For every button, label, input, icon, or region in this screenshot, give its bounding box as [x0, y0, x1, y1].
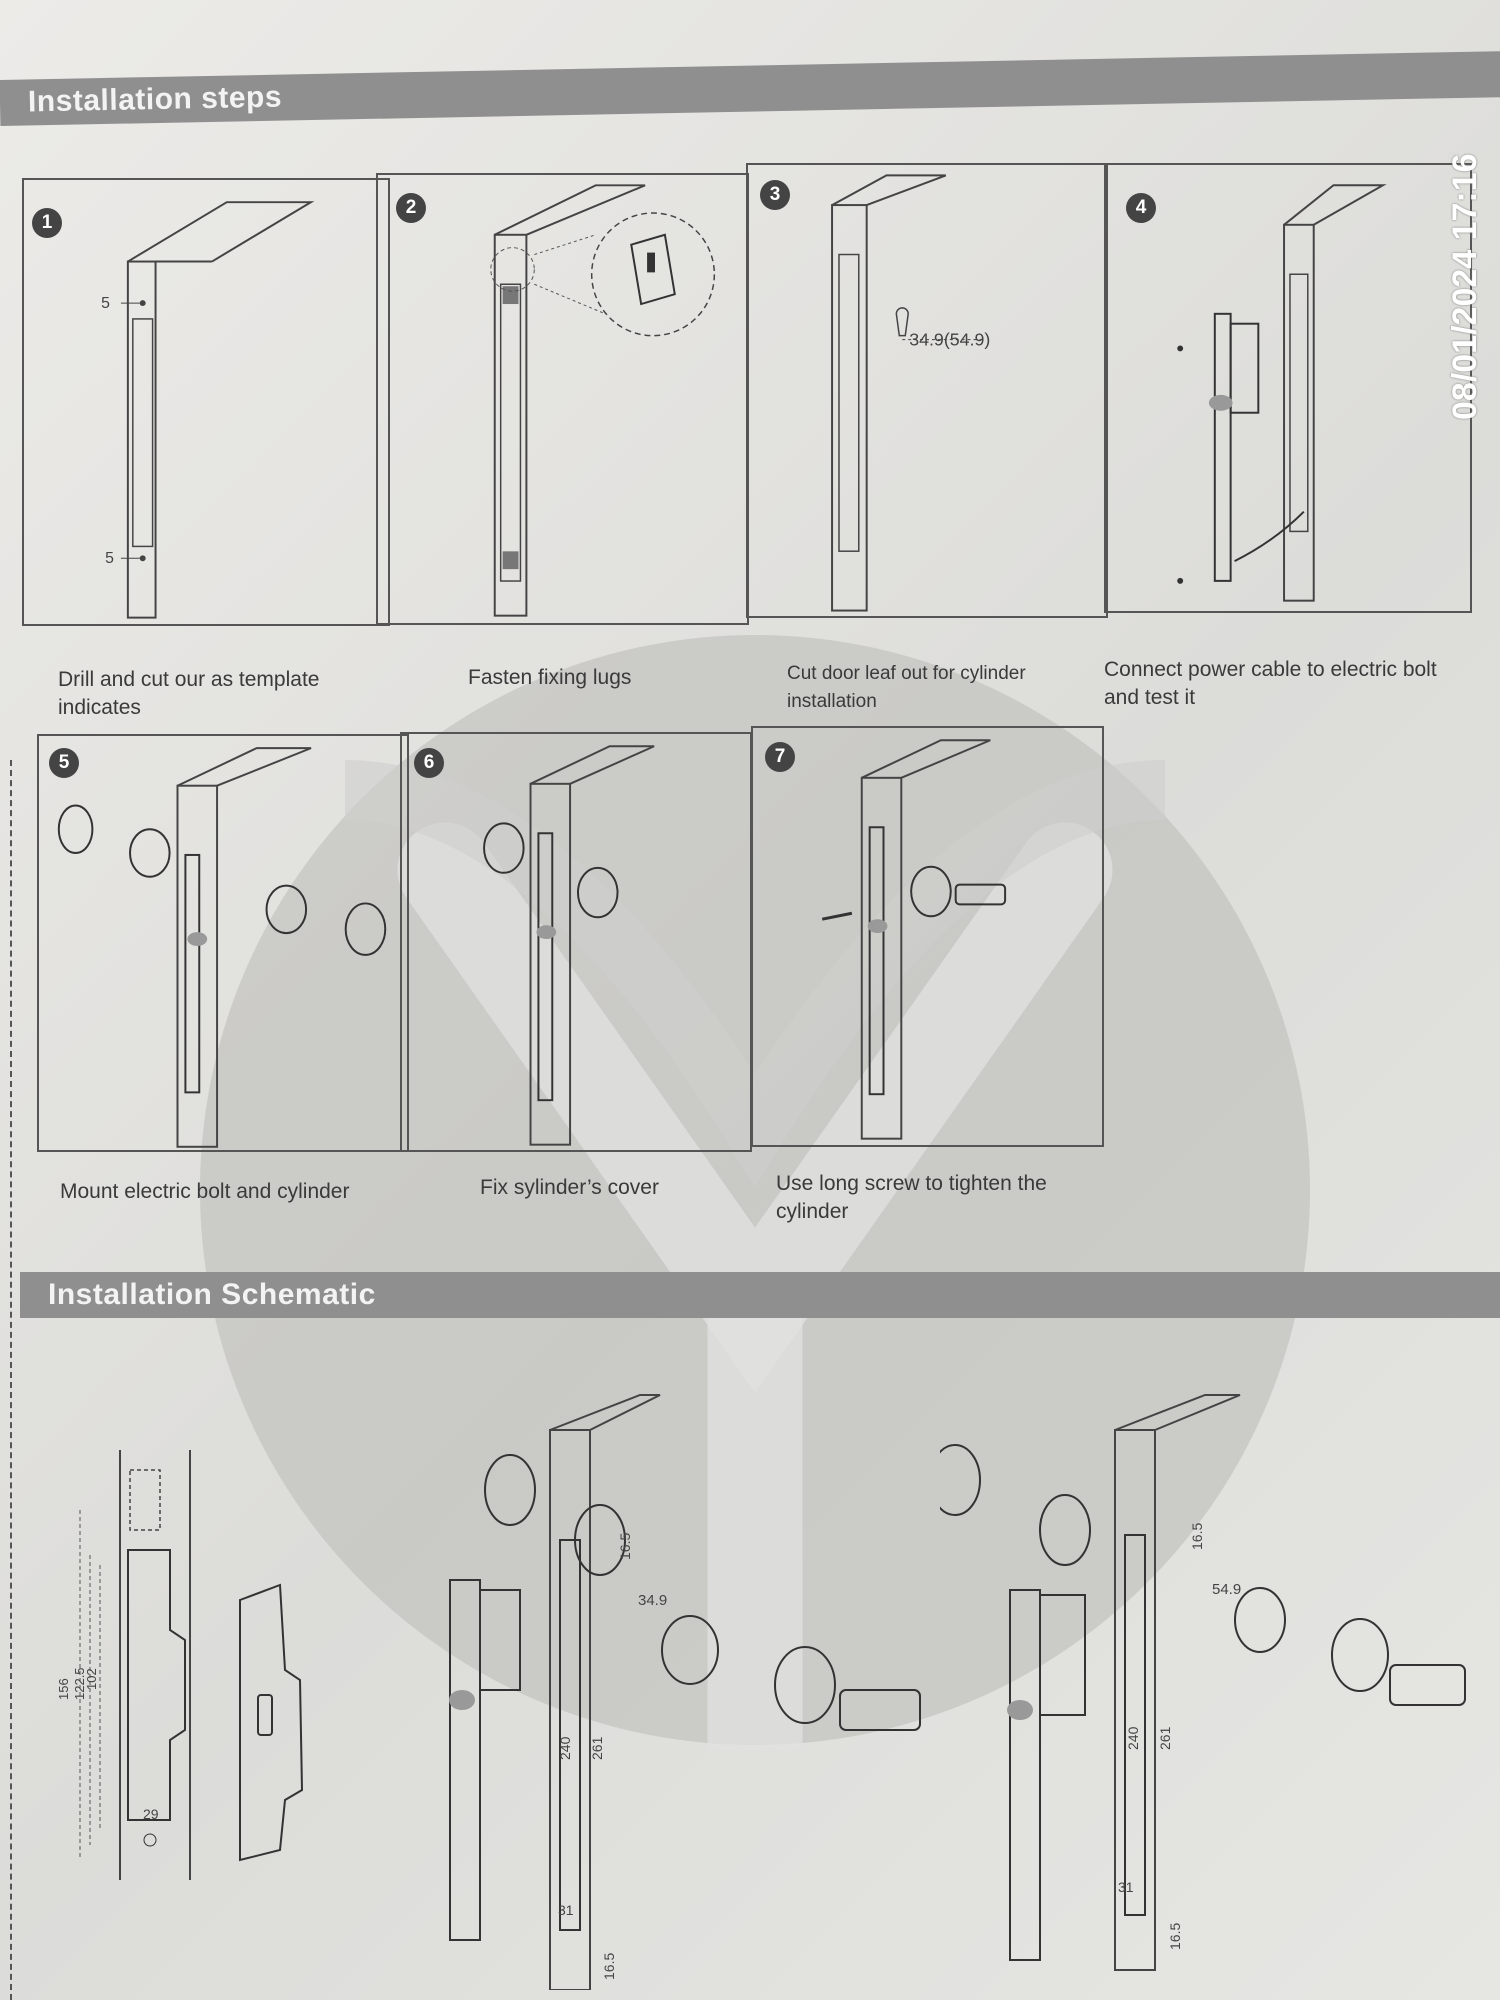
step-1-number: 1	[32, 208, 62, 238]
dim-b-16-5-bottom: 16.5	[1167, 1923, 1183, 1950]
dim-b-261: 261	[1157, 1726, 1173, 1750]
dim-strike-29: 29	[143, 1806, 159, 1822]
step-1-caption: Drill and cut our as template indicates	[58, 668, 320, 719]
step-2-number: 2	[396, 193, 426, 223]
dim-a-240: 240	[557, 1736, 573, 1760]
step-6-number: 6	[414, 748, 444, 778]
fold-dashed-line	[10, 760, 12, 2000]
step-1-panel: 5 5	[22, 178, 390, 626]
dim-strike-156: 156	[56, 1678, 71, 1700]
step-6-caption: Fix sylinder’s cover	[480, 1176, 659, 1199]
installation-steps-header: Installation steps	[0, 50, 1500, 126]
dim-a-34-9: 34.9	[638, 1592, 667, 1609]
dim-a-261: 261	[589, 1736, 605, 1760]
dim-a-16-5-bottom: 16.5	[601, 1953, 617, 1980]
dim-a-16-5-top: 16.5	[617, 1533, 633, 1560]
dim-step1-top: 5	[101, 295, 110, 312]
photo-timestamp: 08/01/2024 17:16	[1442, 60, 1484, 420]
timestamp-text: 08/01/2024 17:16	[1446, 153, 1484, 420]
step-5-number: 5	[49, 748, 79, 778]
dim-b-54-9: 54.9	[1212, 1581, 1241, 1598]
step-2-panel	[376, 173, 749, 625]
step-3-caption: Cut door leaf out for cylinder installat…	[787, 663, 1026, 712]
step-7-number: 7	[765, 742, 795, 772]
step-3-number: 3	[760, 180, 790, 210]
dim-b-31: 31	[1118, 1879, 1134, 1895]
step-3-panel: 34.9(54.9)	[746, 163, 1108, 618]
dim-b-16-5-top: 16.5	[1189, 1523, 1205, 1550]
lock-schematic-a: 16.5 34.9 240 261 31 16.5	[449, 1394, 921, 1990]
installation-schematic-header: Installation Schematic	[20, 1272, 1500, 1318]
strike-plate-schematic: 156 122.5 102 29	[56, 1450, 304, 1880]
step-5-panel	[37, 734, 409, 1152]
step-7-panel	[751, 726, 1104, 1147]
step-5-caption: Mount electric bolt and cylinder	[60, 1180, 350, 1203]
dim-step3-cutout: 34.9(54.9)	[909, 330, 990, 350]
step-4-caption: Connect power cable to electric bolt and…	[1104, 658, 1437, 709]
step-6-panel	[400, 732, 752, 1152]
dim-step1-bottom: 5	[105, 550, 114, 567]
dim-strike-102: 102	[84, 1668, 99, 1690]
step-7-caption: Use long screw to tighten the cylinder	[776, 1172, 1047, 1223]
step-4-number: 4	[1126, 193, 1156, 223]
dim-b-240: 240	[1125, 1726, 1141, 1750]
lock-schematic-b: 16.5 54.9 240 261 31 16.5	[940, 1394, 1466, 1971]
step-4-panel	[1104, 163, 1472, 613]
step-2-caption: Fasten fixing lugs	[468, 666, 632, 689]
dim-strike-122-5: 122.5	[72, 1667, 87, 1700]
dim-a-31: 31	[558, 1902, 574, 1918]
